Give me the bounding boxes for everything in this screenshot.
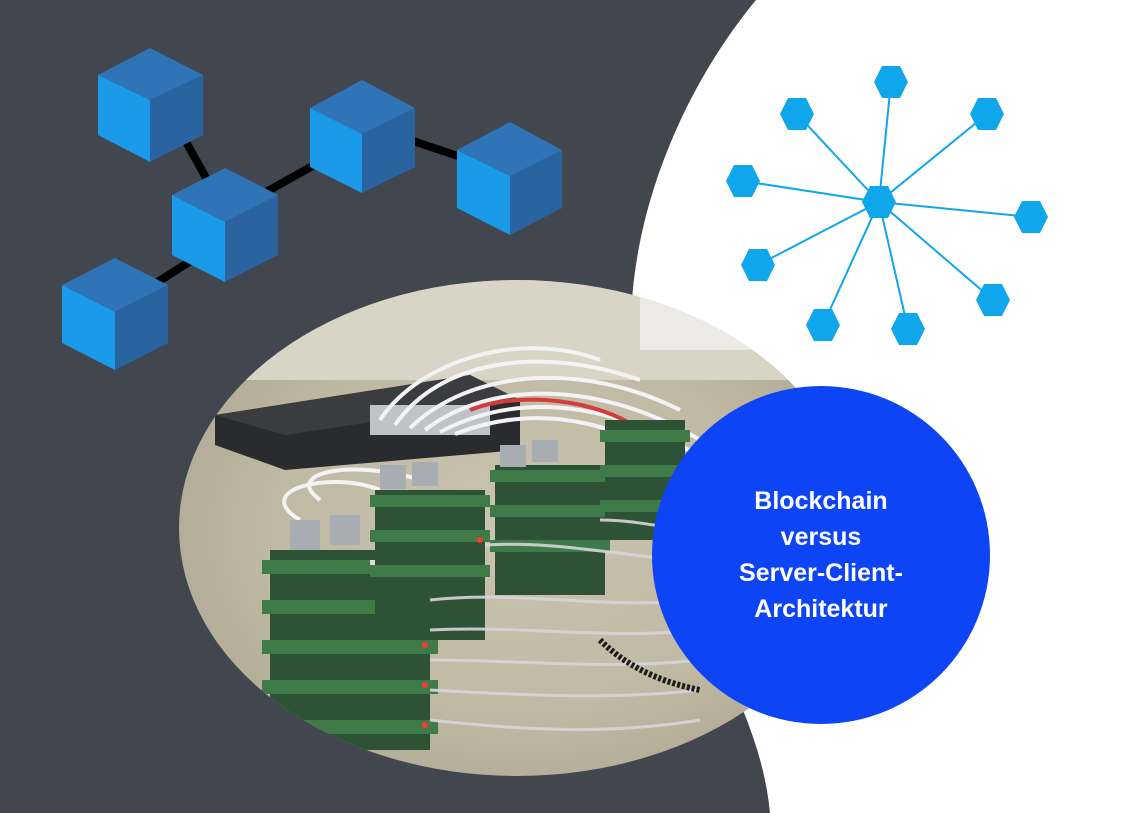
title-text: Blockchain versus Server-Client- Archite…	[739, 483, 903, 627]
cube-node	[172, 168, 278, 282]
title-line-2: versus	[780, 523, 862, 551]
cube-node	[62, 258, 168, 370]
client-node	[806, 309, 840, 341]
cube-node	[457, 122, 562, 235]
pi-stack-middle	[370, 462, 490, 640]
client-node	[874, 66, 908, 98]
client-node	[970, 98, 1004, 130]
cube-node	[310, 80, 415, 193]
client-node	[1014, 201, 1048, 233]
title-line-1: Blockchain	[754, 487, 888, 515]
title-line-3: Server-Client-	[739, 559, 903, 587]
client-node	[780, 98, 814, 130]
title-circle: Blockchain versus Server-Client- Archite…	[652, 386, 990, 724]
title-line-4: Architektur	[754, 595, 888, 623]
server-client-star-icon	[726, 66, 1048, 345]
client-node	[726, 165, 760, 197]
client-node	[976, 284, 1010, 316]
server-hub	[862, 186, 896, 218]
client-node	[741, 249, 775, 281]
blockchain-cubes-icon	[62, 48, 562, 370]
client-node	[891, 313, 925, 345]
cube-node	[98, 48, 203, 162]
pi-stack-back	[490, 420, 690, 595]
